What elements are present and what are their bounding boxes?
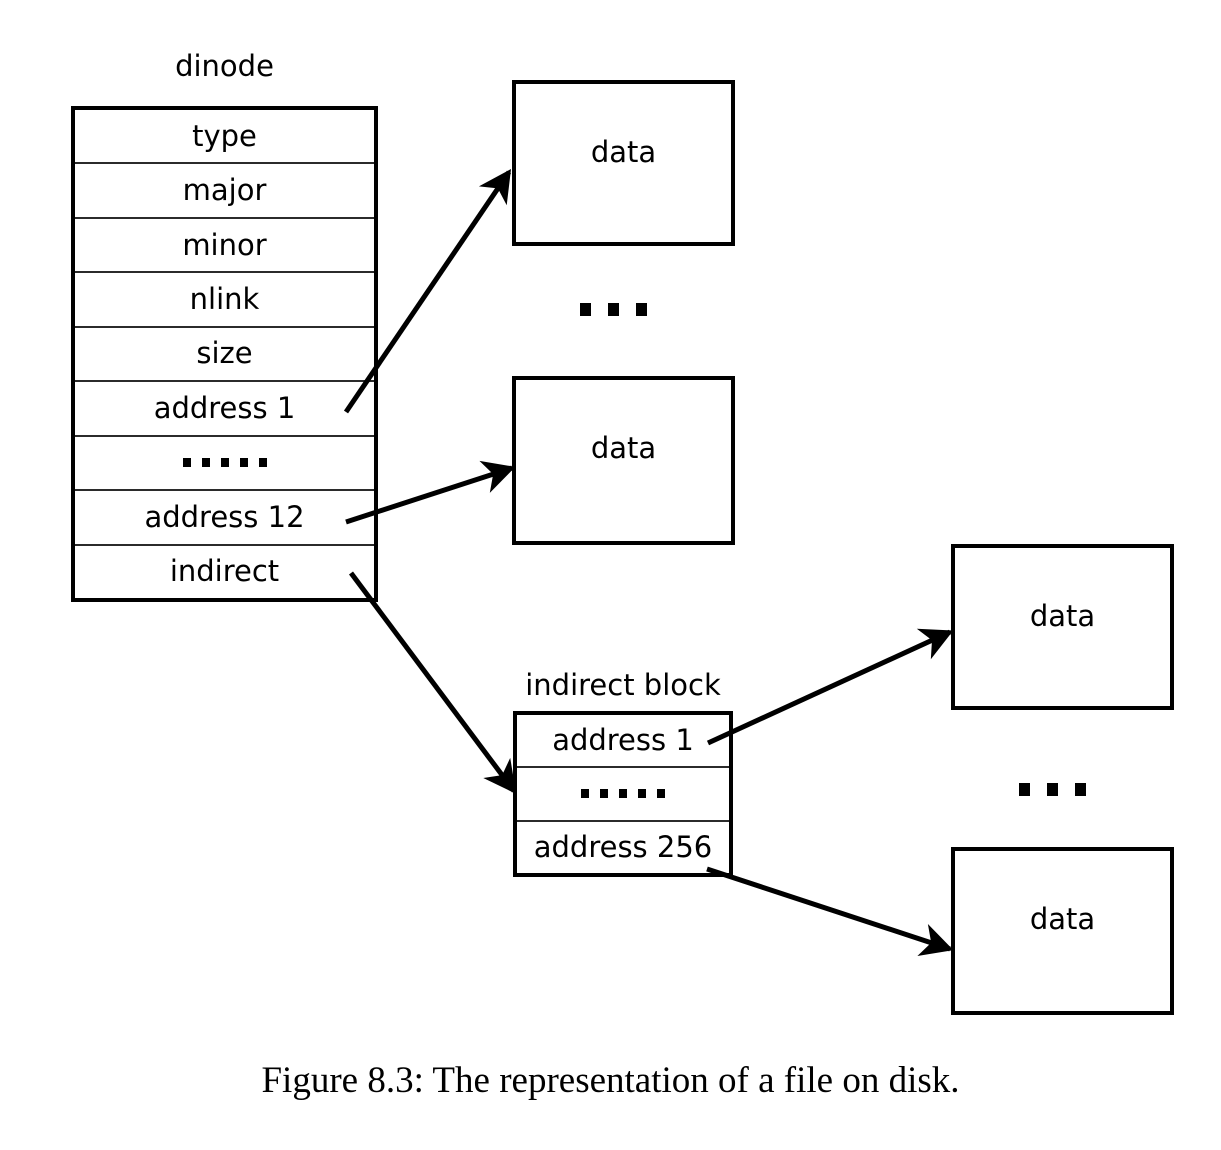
dinode-field-indirect: indirect <box>169 554 280 589</box>
ellipsis-between-indirect-data-blocks <box>1019 783 1086 796</box>
data-block-label: data <box>1029 598 1096 633</box>
dinode-field-minor: minor <box>75 219 374 274</box>
ellipsis-dots-icon <box>182 458 267 468</box>
ellipsis-between-direct-data-blocks <box>580 303 647 316</box>
dinode-field-type: type <box>75 110 374 165</box>
dinode-field-address-1: address 1 <box>75 382 374 437</box>
indirect-field-address-1: address 1 <box>517 715 729 769</box>
data-block-first: data <box>512 80 735 246</box>
data-block-label: data <box>590 134 657 169</box>
dinode-field-size: size <box>75 328 374 383</box>
indirect-field-address-256: address 256 <box>533 829 713 864</box>
figure-caption: Figure 8.3: The representation of a file… <box>261 1060 960 1101</box>
dinode-title: dinode <box>175 49 274 83</box>
arrow-indirect-address1-to-data-block-third <box>706 628 954 746</box>
dinode-field-ellipsis <box>75 437 374 492</box>
arrow-indirect-to-indirect-block <box>348 571 517 794</box>
arrow-indirect-address256-to-data-block-fourth <box>706 866 954 956</box>
dinode-field-major: major <box>75 164 374 219</box>
indirect-block-struct: address 1 address 256 <box>513 711 733 877</box>
dinode-struct: type major minor nlink size address 1 ad… <box>71 106 378 602</box>
data-block-label: data <box>1029 901 1096 936</box>
data-block-label: data <box>590 430 657 465</box>
ellipsis-dots-icon <box>581 789 665 799</box>
data-block-second: data <box>512 376 735 545</box>
data-block-third: data <box>951 544 1174 710</box>
dinode-field-nlink: nlink <box>75 273 374 328</box>
indirect-field-ellipsis <box>517 768 729 822</box>
dinode-field-address-12: address 12 <box>75 491 374 546</box>
indirect-block-title: indirect block <box>525 668 721 702</box>
data-block-fourth: data <box>951 847 1174 1015</box>
